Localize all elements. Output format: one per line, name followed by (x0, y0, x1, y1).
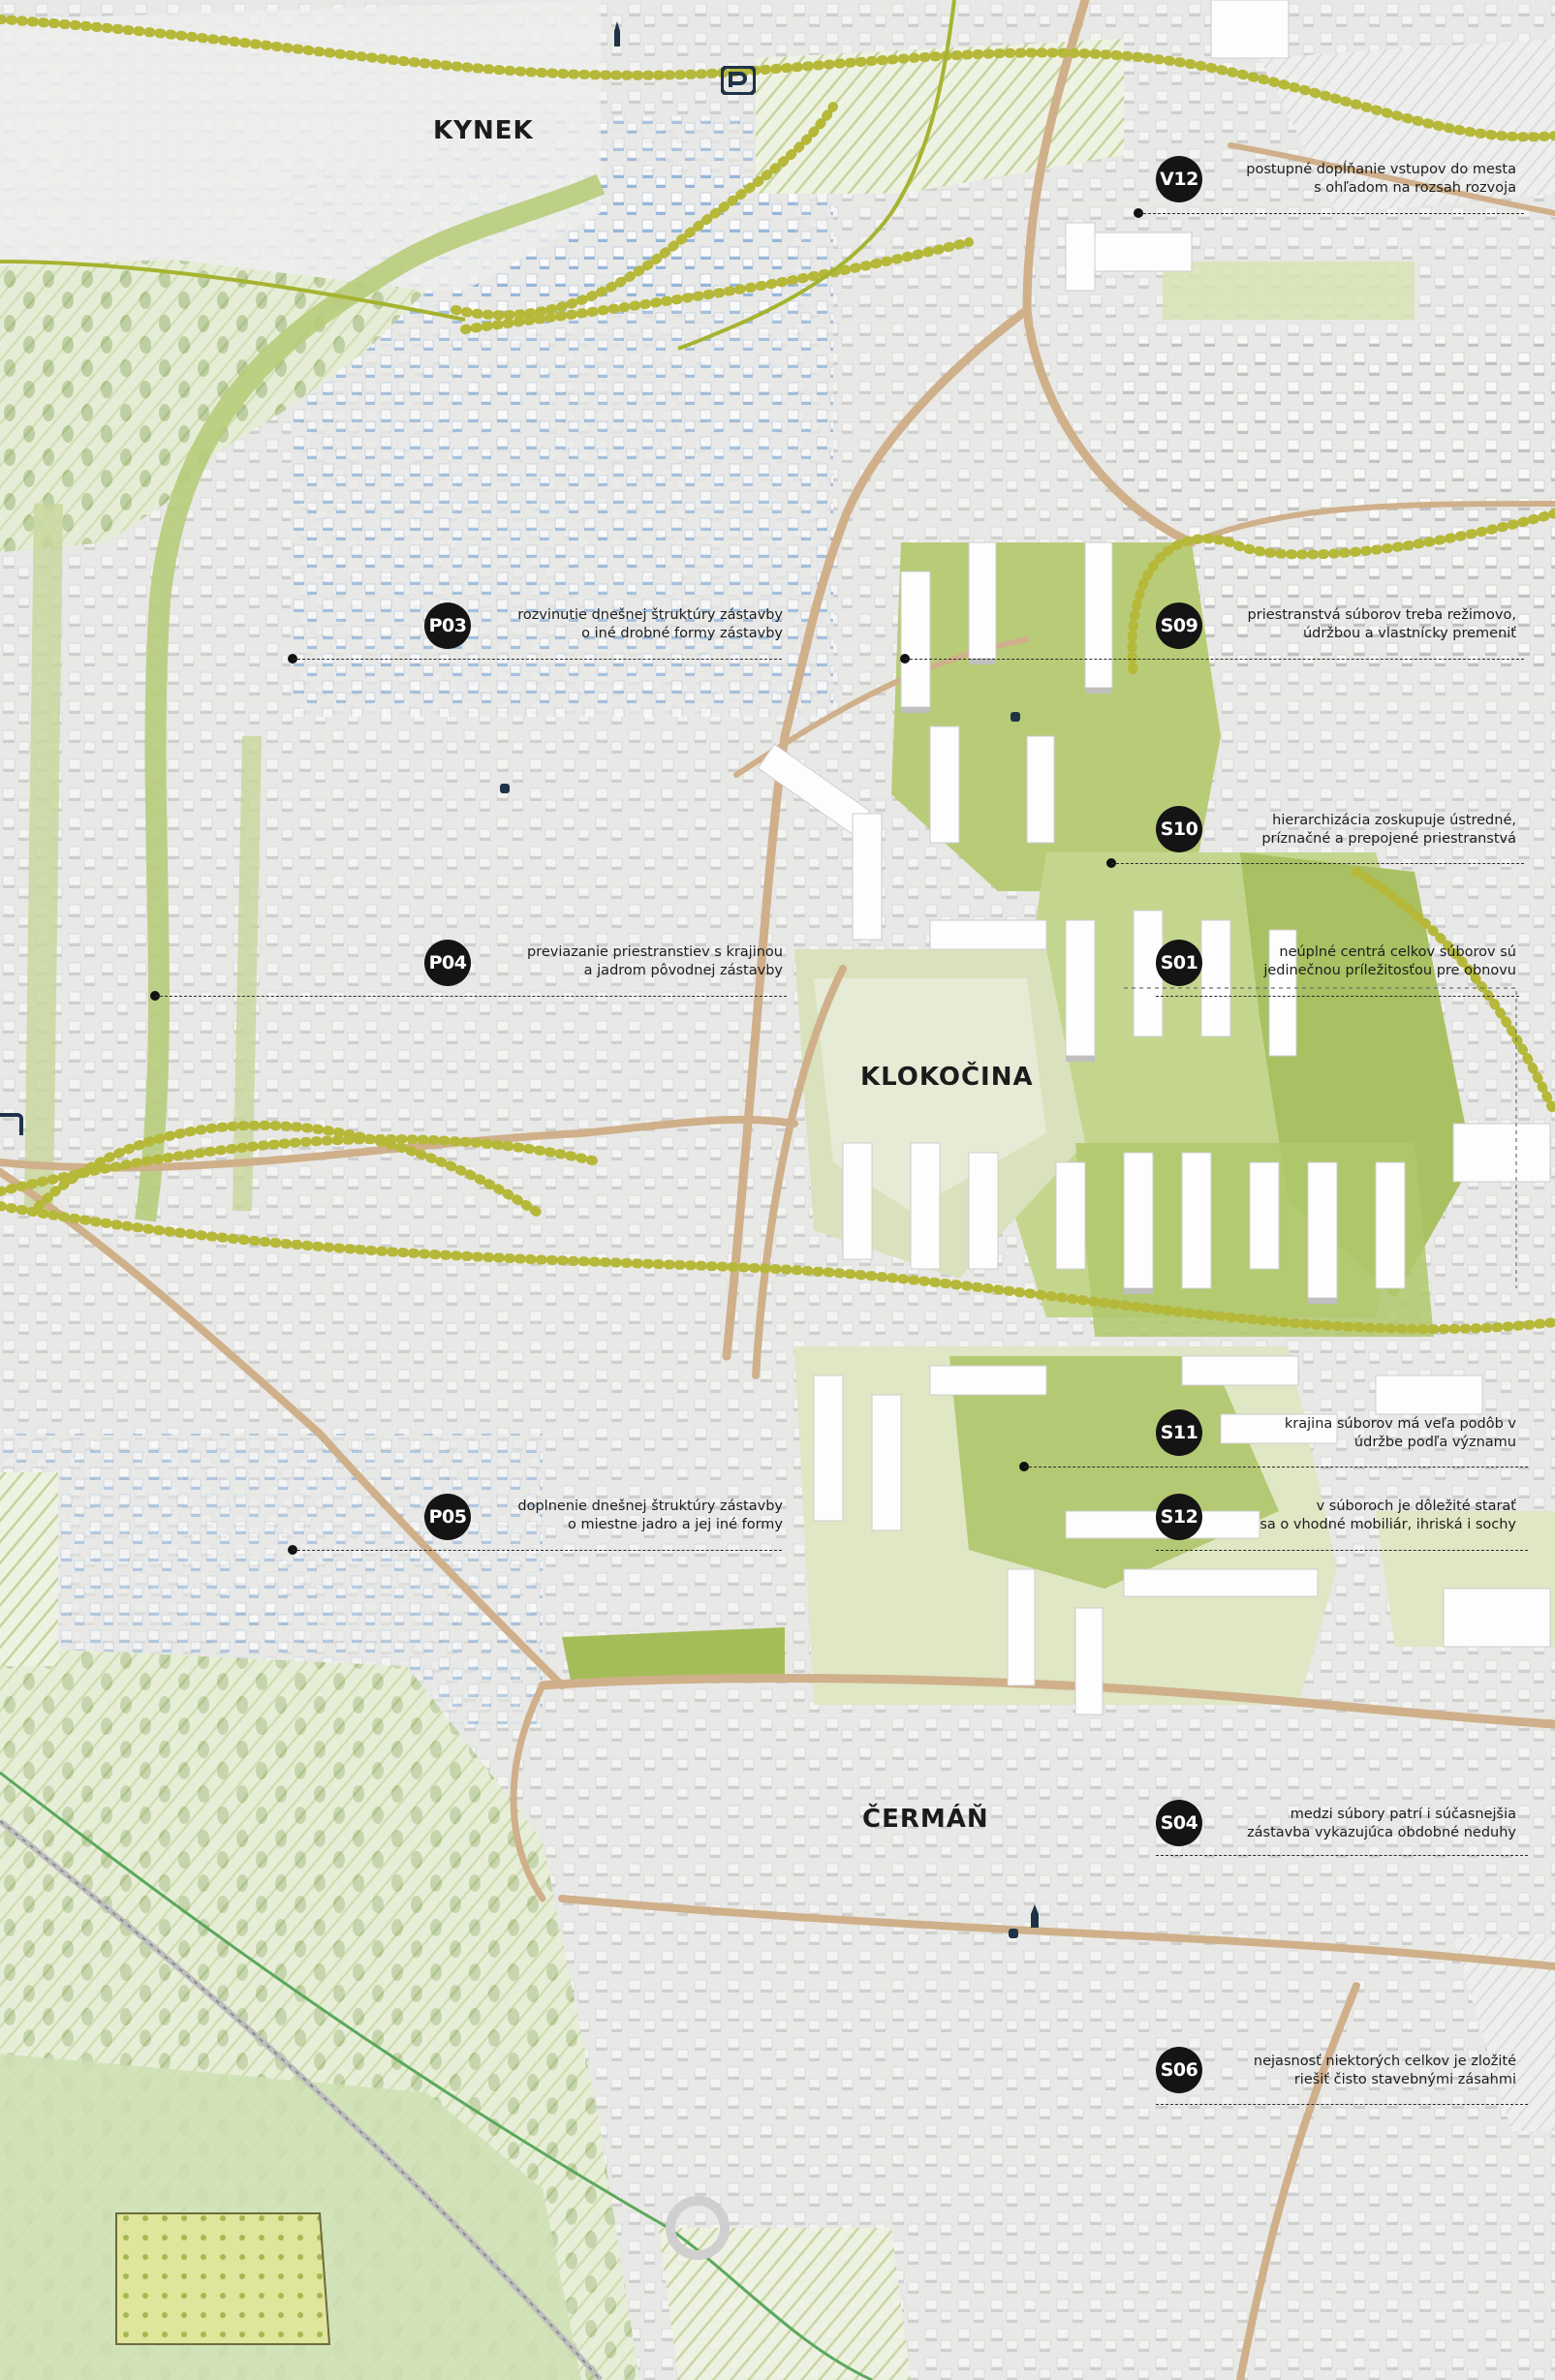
parking-icon (721, 66, 756, 95)
callout-note: medzi súbory patrí i súčasnejšia zástavb… (1247, 1806, 1516, 1842)
callout-note-line: doplnenie dnešnej štruktúry zástavby (517, 1499, 783, 1514)
callout-note-line: o iné drobné formy zástavby (581, 626, 783, 641)
callout-leader-line (1156, 1550, 1528, 1551)
callout-leader-line (293, 659, 782, 660)
callout-note-line: medzi súbory patrí i súčasnejšia (1290, 1807, 1516, 1822)
callout-s11[interactable]: S11 krajina súborov má veľa podôb v údrž… (1156, 1409, 1524, 1456)
callout-note: v súboroch je dôležité starať sa o vhodn… (1260, 1498, 1516, 1534)
district-label-klokocina: KLOKOČINA (860, 1063, 1034, 1092)
callout-badge: V12 (1156, 156, 1202, 202)
callout-badge: S12 (1156, 1494, 1202, 1540)
callout-leader-line (1156, 2104, 1528, 2105)
church-icon (614, 21, 620, 46)
callout-note-line: previazanie priestranstiev s krajinou (527, 944, 783, 960)
callout-note-line: riešiť čisto stavebnými zásahmi (1293, 2072, 1516, 2087)
callout-p05[interactable]: P05 doplnenie dnešnej štruktúry zástavby… (424, 1494, 793, 1540)
callout-note-line: rozvinutie dnešnej štruktúry zástavby (517, 607, 783, 623)
callout-badge: S06 (1156, 2047, 1202, 2093)
callout-note: previazanie priestranstiev s krajinou a … (527, 943, 783, 980)
callout-note: nejasnosť niektorých celkov je zložité r… (1254, 2053, 1516, 2089)
callout-leader-line (1111, 863, 1524, 864)
callout-note-line: v súboroch je dôležité starať (1316, 1499, 1516, 1514)
callout-leader-line (155, 996, 787, 997)
callout-p03[interactable]: P03 rozvinutie dnešnej štruktúry zástavb… (424, 603, 793, 649)
callout-leader-line (1138, 213, 1524, 214)
bus-stop-icon (0, 1113, 23, 1135)
callout-note-line: hierarchizácia zoskupuje ústredné, (1272, 813, 1516, 828)
callout-s09[interactable]: S09 priestranstvá súborov treba režimovo… (1156, 603, 1524, 649)
church-icon (1031, 1904, 1039, 1928)
callout-badge: S11 (1156, 1409, 1202, 1456)
district-label-kynek: KYNEK (433, 116, 534, 145)
callout-leader-line (905, 659, 1524, 660)
callout-note: priestranstvá súborov treba režimovo, úd… (1248, 606, 1516, 643)
callout-note-line: postupné dopĺňanie vstupov do mesta (1246, 162, 1516, 177)
callout-note-line: jedinečnou príležitosťou pre obnovu (1263, 963, 1516, 978)
callout-note-line: a jadrom pôvodnej zástavby (583, 963, 783, 978)
callout-note-line: nejasnosť niektorých celkov je zložité (1253, 2054, 1516, 2069)
callout-v12[interactable]: V12 postupné dopĺňanie vstupov do mesta … (1156, 156, 1524, 202)
callout-note-line: neúplné centrá celkov súborov sú (1279, 944, 1516, 960)
bus-stop-icon (1009, 1929, 1018, 1938)
bus-stop-icon (1011, 712, 1020, 722)
callout-badge: P03 (424, 603, 471, 649)
callout-badge: S04 (1156, 1800, 1202, 1846)
bus-stop-icon (500, 784, 510, 793)
callout-note: postupné dopĺňanie vstupov do mesta s oh… (1246, 161, 1516, 198)
callout-note: doplnenie dnešnej štruktúry zástavby o m… (517, 1498, 783, 1534)
callout-leader-line (293, 1550, 782, 1551)
callout-s10[interactable]: S10 hierarchizácia zoskupuje ústredné, p… (1156, 806, 1524, 852)
callout-note-line: s ohľadom na rozsah rozvoja (1314, 180, 1516, 196)
callout-leader-line (1156, 996, 1519, 997)
callout-leader-line (1156, 1855, 1528, 1856)
callout-s12[interactable]: S12 v súboroch je dôležité starať sa o v… (1156, 1494, 1524, 1540)
callout-badge: P05 (424, 1494, 471, 1540)
callout-leader-line (1024, 1467, 1528, 1468)
callout-note: rozvinutie dnešnej štruktúry zástavby o … (517, 606, 783, 643)
callout-note-line: zástavba vykazujúca obdobné neduhy (1247, 1825, 1516, 1840)
callout-s06[interactable]: S06 nejasnosť niektorých celkov je zloži… (1156, 2047, 1524, 2093)
callout-s04[interactable]: S04 medzi súbory patrí i súčasnejšia zás… (1156, 1800, 1524, 1846)
callout-note-line: krajina súborov má veľa podôb v (1284, 1416, 1516, 1432)
callout-note-line: priestranstvá súborov treba režimovo, (1247, 607, 1516, 623)
callout-note-line: o miestne jadro a jej iné formy (568, 1517, 783, 1532)
callout-s01[interactable]: S01 neúplné centrá celkov súborov sú jed… (1156, 940, 1524, 986)
district-label-cerman: ČERMÁŇ (862, 1805, 989, 1834)
callout-note: krajina súborov má veľa podôb v údržbe p… (1285, 1415, 1516, 1452)
callout-note-line: príznačné a prepojené priestranstvá (1261, 831, 1516, 847)
callout-note-line: údržbe podľa významu (1353, 1435, 1516, 1450)
callout-badge: P04 (424, 940, 471, 986)
callout-p04[interactable]: P04 previazanie priestranstiev s krajino… (424, 940, 793, 986)
callout-badge: S10 (1156, 806, 1202, 852)
callout-note: hierarchizácia zoskupuje ústredné, prízn… (1261, 812, 1516, 849)
callout-note-line: sa o vhodné mobiliár, ihriská i sochy (1260, 1517, 1516, 1532)
callout-note: neúplné centrá celkov súborov sú jedineč… (1263, 943, 1516, 980)
callout-badge: S01 (1156, 940, 1202, 986)
callout-badge: S09 (1156, 603, 1202, 649)
callout-note-line: údržbou a vlastnícky premeniť (1302, 626, 1516, 641)
